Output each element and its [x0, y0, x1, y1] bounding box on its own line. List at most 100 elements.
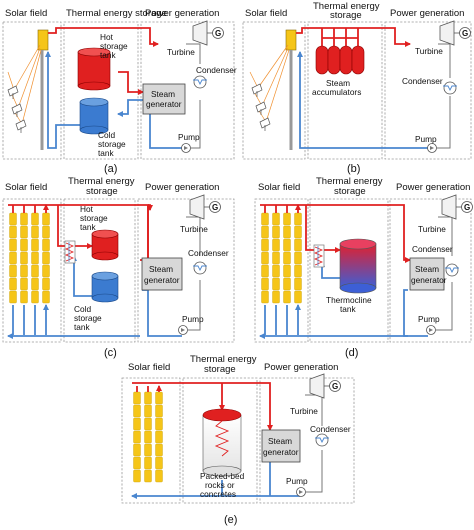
- pump-icon: [427, 143, 437, 153]
- generator-icon: G: [462, 29, 468, 38]
- header-tes: Thermal energy: [313, 1, 380, 12]
- collector-row-icon: [31, 212, 39, 304]
- panel-label: (e): [224, 514, 237, 526]
- collector-arrows: [264, 205, 298, 335]
- thermocline-tank: [339, 238, 377, 294]
- hot-pipe: [48, 27, 159, 47]
- cold-pipe: [145, 107, 186, 149]
- pump-label: Pump: [182, 314, 204, 324]
- cold-storage-tank: [91, 271, 119, 303]
- turbine-label: Turbine: [180, 224, 208, 234]
- condenser-label: Condenser: [402, 76, 443, 86]
- thermocline-label-2: tank: [340, 304, 357, 314]
- steam-generator: [142, 83, 186, 115]
- condenser-label: Condenser: [310, 424, 351, 434]
- packed-bed-label-2: rocks or: [205, 480, 235, 490]
- hot-pipe-branch: [305, 205, 316, 251]
- generator-icon: G: [215, 29, 221, 38]
- header-power-generation: Power generation: [145, 8, 219, 19]
- steam-generator-label-1: Steam: [149, 264, 173, 274]
- cold-pipe: [297, 51, 430, 149]
- cold-tank-label-1: Cold: [98, 130, 115, 140]
- cold-pipe: [71, 255, 92, 297]
- collector-arrows: [136, 386, 159, 392]
- accumulator-label-2: accumulators: [312, 87, 361, 97]
- condenser-icon: [192, 75, 208, 89]
- cold-tank-label-2: storage: [98, 139, 126, 149]
- collector-row-icon: [144, 391, 152, 483]
- packed-bed-label-3: concretes: [200, 489, 236, 499]
- tes-box: [182, 377, 258, 504]
- header-power-generation: Power generation: [390, 8, 464, 19]
- header-solar-field: Solar field: [5, 182, 47, 193]
- turbine-label: Turbine: [415, 46, 443, 56]
- pump-icon: [181, 143, 191, 153]
- tower-receiver-icon: [37, 29, 49, 51]
- steam-generator: [409, 257, 445, 291]
- header-power-generation: Power generation: [396, 182, 470, 193]
- steam-generator-label-2: generator: [263, 447, 299, 457]
- panel-label: (c): [104, 347, 117, 359]
- generator-icon: G: [464, 203, 470, 212]
- hot-storage-tank: [91, 229, 119, 261]
- collector-row-icon: [294, 212, 302, 304]
- collector-row-icon: [20, 212, 28, 304]
- condenser-icon: [314, 433, 330, 447]
- turbine-label: Turbine: [418, 224, 446, 234]
- pump-label: Pump: [178, 132, 200, 142]
- panel-label: (b): [347, 163, 360, 175]
- panel-d: Solar field Thermal energy storage Power…: [254, 176, 473, 359]
- hot-tank-label-3: tank: [100, 50, 117, 60]
- turbine-label: Turbine: [290, 406, 318, 416]
- cold-tank-label-1: Cold: [74, 304, 91, 314]
- solar-field-box: [242, 21, 306, 160]
- collector-row-icon: [283, 212, 291, 304]
- condensate-line: [188, 280, 201, 331]
- steam-generator-label-1: Steam: [415, 264, 439, 274]
- hot-pipe: [260, 204, 411, 263]
- generator-icon: G: [332, 382, 338, 391]
- panel-a: Solar field Thermal energy storage Power…: [2, 8, 237, 175]
- turbine-label: Turbine: [167, 47, 195, 57]
- cold-tank-label-3: tank: [74, 322, 91, 332]
- header-tes-2: storage: [204, 364, 236, 375]
- steam-generator: [141, 257, 183, 291]
- tes-box: [307, 21, 383, 160]
- tes-box: [63, 198, 136, 343]
- cold-pipe: [142, 289, 182, 337]
- tower-receiver-icon: [285, 29, 297, 51]
- hot-tank-label-3: tank: [80, 222, 97, 232]
- generator-icon: G: [212, 203, 218, 212]
- pump-label: Pump: [415, 134, 437, 144]
- header-power-generation: Power generation: [264, 362, 338, 373]
- panel-c: Solar field Thermal energy storage Power…: [2, 176, 235, 359]
- mirror-icon: [255, 101, 267, 116]
- power-block-box: [389, 198, 472, 343]
- steam-generator: [261, 429, 301, 463]
- steam-accumulators: [315, 45, 365, 75]
- collector-row-icon: [272, 212, 280, 304]
- hot-tank-label-1: Hot: [100, 32, 114, 42]
- hot-pipe: [132, 382, 273, 431]
- condenser-icon: [442, 81, 458, 95]
- condenser-icon: [444, 263, 460, 277]
- accumulator-label-1: Steam: [326, 78, 350, 88]
- packed-bed-tank: [202, 408, 242, 477]
- pump-icon: [426, 325, 436, 335]
- panel-label: (d): [345, 347, 358, 359]
- steam-generator-label-2: generator: [411, 275, 447, 285]
- hot-pipe: [8, 204, 149, 261]
- pump-label: Pump: [418, 314, 440, 324]
- header-tes: Thermal energy: [190, 354, 257, 365]
- steam-generator-label-2: generator: [146, 99, 182, 109]
- heat-exchanger-icon: [313, 244, 325, 268]
- cold-pipe: [45, 51, 80, 149]
- cold-tank-label-3: tank: [98, 148, 115, 158]
- collector-row-icon: [9, 212, 17, 304]
- hot-tank-label-2: storage: [100, 41, 128, 51]
- cold-pipe: [319, 261, 340, 279]
- hot-tank-label-1: Hot: [80, 204, 94, 214]
- cold-storage-tank: [79, 97, 109, 135]
- hot-storage-tank: [77, 47, 111, 91]
